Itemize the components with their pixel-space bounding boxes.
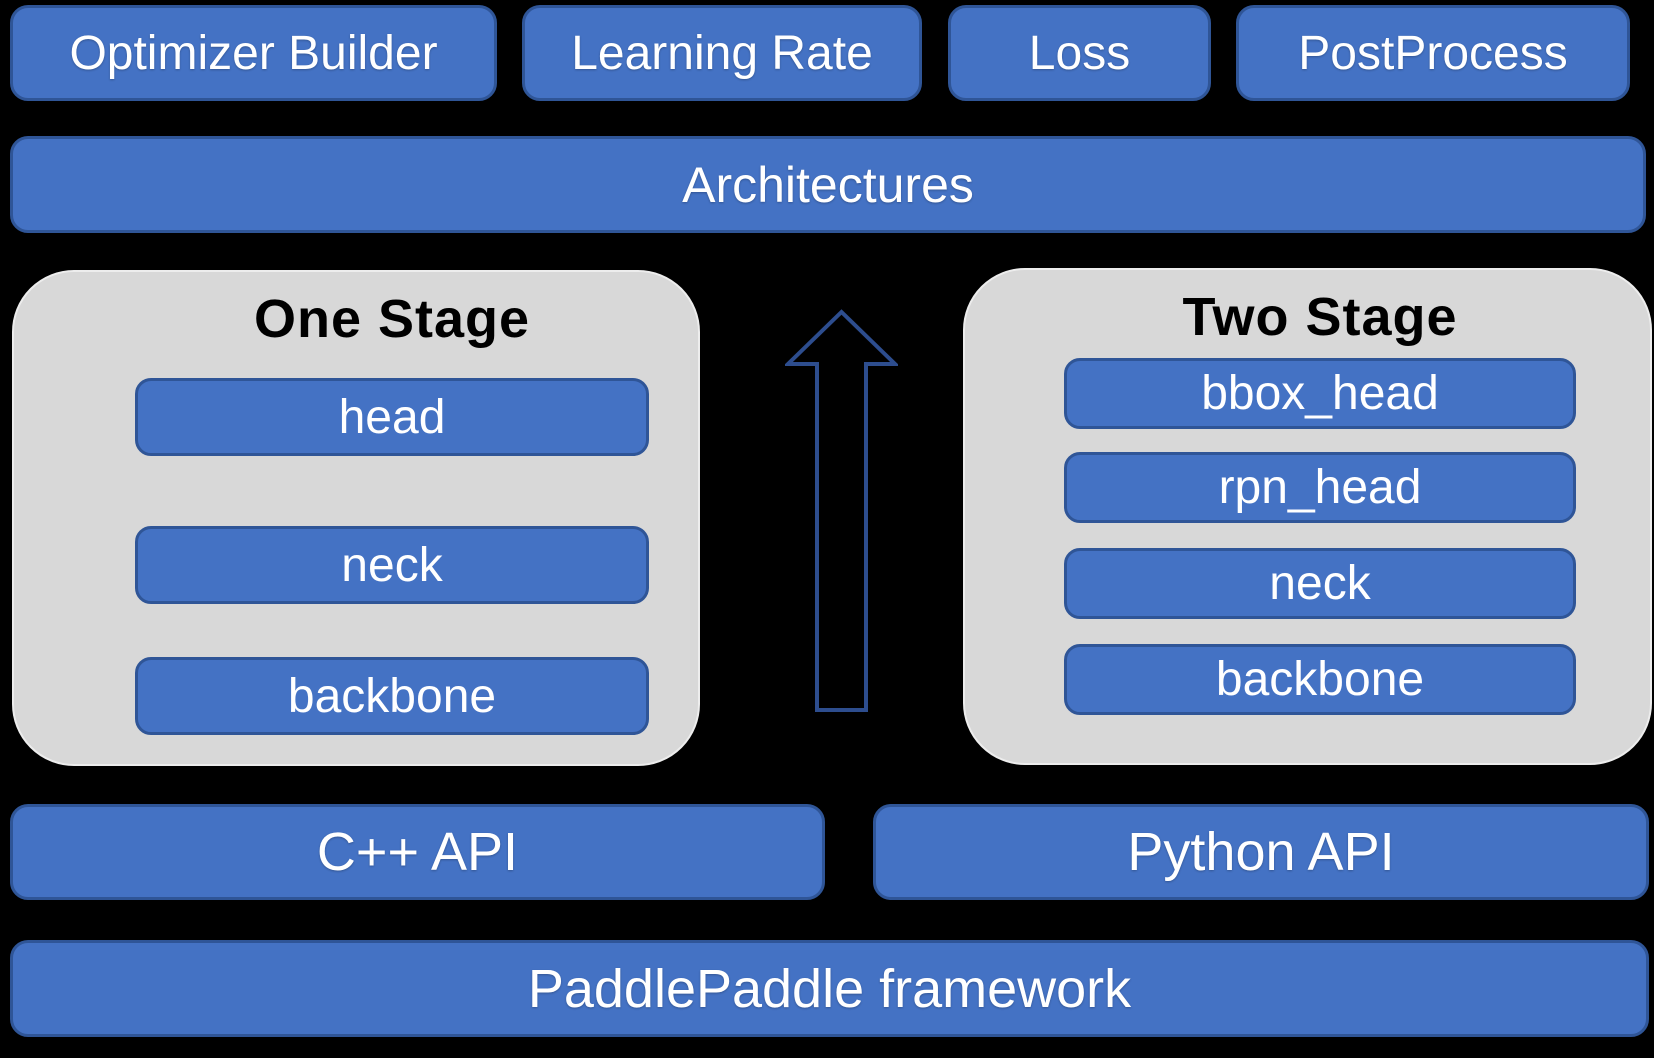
optimizer-builder-box: Optimizer Builder xyxy=(10,5,497,101)
two-stage-layer-neck: neck xyxy=(1064,548,1576,619)
paddlepaddle-framework-bar: PaddlePaddle framework xyxy=(10,940,1649,1037)
learning-rate-box: Learning Rate xyxy=(522,5,922,101)
postprocess-box: PostProcess xyxy=(1236,5,1630,101)
cpp-api-box: C++ API xyxy=(10,804,825,900)
one-stage-layer-head: head xyxy=(135,378,649,456)
python-api-box: Python API xyxy=(873,804,1649,900)
two-stage-layer-bbox-head: bbox_head xyxy=(1064,358,1576,429)
up-arrow-icon xyxy=(785,309,898,712)
one-stage-layer-neck: neck xyxy=(135,526,649,604)
two-stage-panel: Two Stage bbox_head rpn_head neck backbo… xyxy=(963,268,1652,765)
two-stage-title: Two Stage xyxy=(1182,287,1458,347)
architectures-bar: Architectures xyxy=(10,136,1646,233)
two-stage-layer-rpn-head: rpn_head xyxy=(1064,452,1576,523)
two-stage-layer-backbone: backbone xyxy=(1064,644,1576,715)
loss-box: Loss xyxy=(948,5,1211,101)
one-stage-title: One Stage xyxy=(253,289,531,349)
one-stage-layer-backbone: backbone xyxy=(135,657,649,735)
one-stage-panel: One Stage head neck backbone xyxy=(12,270,700,766)
